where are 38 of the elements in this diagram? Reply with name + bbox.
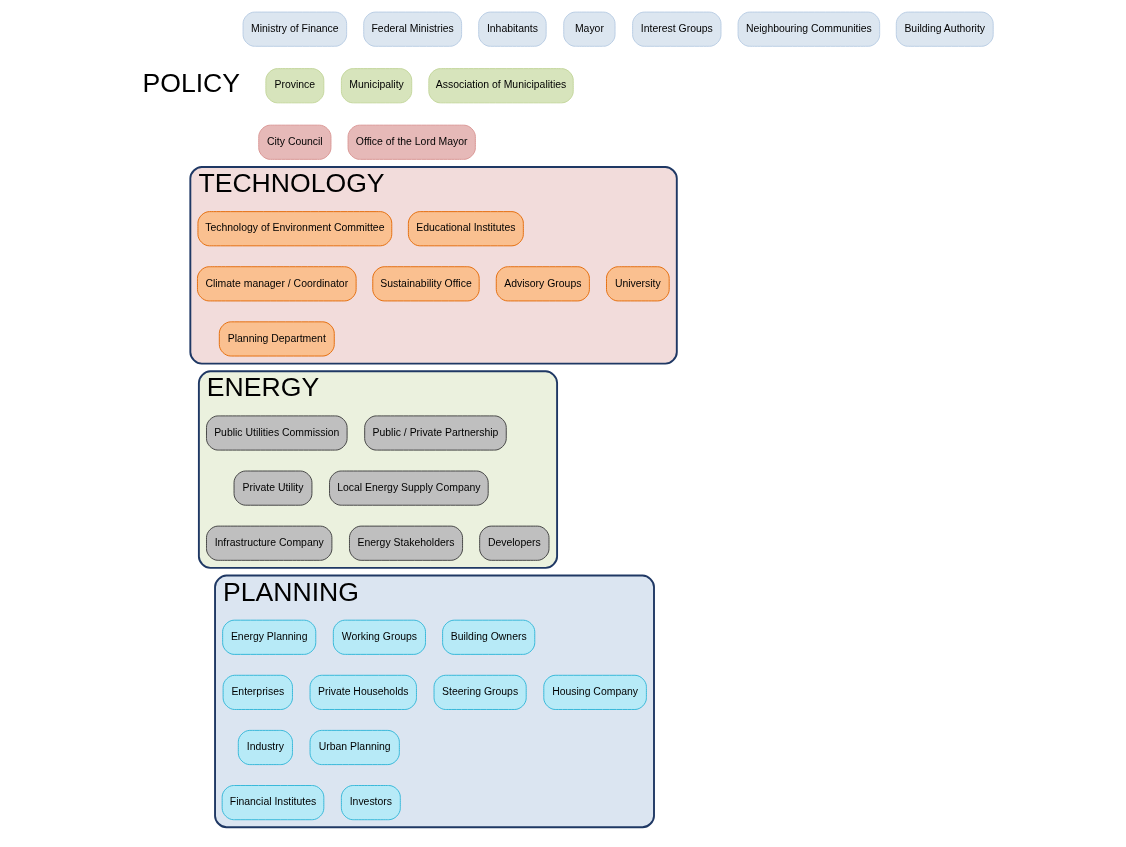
- node-box: Private Utility: [233, 470, 312, 506]
- node-box: Province: [264, 68, 324, 104]
- node-box: Neighbouring Communities: [737, 11, 880, 47]
- node-box: Public / Private Partnership: [363, 415, 507, 451]
- node-box: Developers: [478, 525, 549, 561]
- node-box: Financial Institutes: [221, 785, 324, 821]
- node-box: Energy Stakeholders: [348, 525, 463, 561]
- label: POLICY: [142, 68, 240, 99]
- node-box: Infrastructure Company: [205, 525, 332, 561]
- node-box: Private Households: [309, 674, 417, 710]
- node-box: Association of Municipalities: [427, 68, 574, 104]
- node-box: University: [605, 266, 670, 302]
- node-box: Sustainability Office: [371, 266, 480, 302]
- node-box: Ministry of Finance: [242, 11, 347, 47]
- node-box: Educational Institutes: [407, 211, 524, 247]
- node-box: Energy Planning: [221, 619, 316, 655]
- node-box: City Council: [257, 124, 331, 160]
- node-box: Interest Groups: [631, 11, 721, 47]
- node-box: Enterprises: [222, 674, 293, 710]
- node-box: Steering Groups: [433, 674, 527, 710]
- node-box: Federal Ministries: [362, 11, 462, 47]
- node-box: Industry: [237, 729, 293, 766]
- node-box: Local Energy Supply Company: [328, 470, 489, 506]
- node-box: Municipality: [340, 68, 412, 104]
- node-box: Housing Company: [542, 674, 647, 710]
- node-box: Building Authority: [895, 11, 994, 47]
- node-box: Advisory Groups: [495, 266, 590, 302]
- node-box: Climate manager / Coordinator: [196, 266, 357, 302]
- node-box: Working Groups: [332, 619, 426, 655]
- node-box: Public Utilities Commission: [205, 415, 348, 451]
- node-box: Mayor: [562, 11, 615, 47]
- node-box: Building Owners: [441, 619, 535, 655]
- node-box: Office of the Lord Mayor: [347, 124, 476, 160]
- node-box: Planning Department: [218, 321, 335, 357]
- node-box: Investors: [340, 785, 401, 821]
- node-box: Technology of Environment Committee: [196, 211, 392, 247]
- node-box: Inhabitants: [477, 11, 547, 47]
- node-box: Urban Planning: [309, 729, 400, 766]
